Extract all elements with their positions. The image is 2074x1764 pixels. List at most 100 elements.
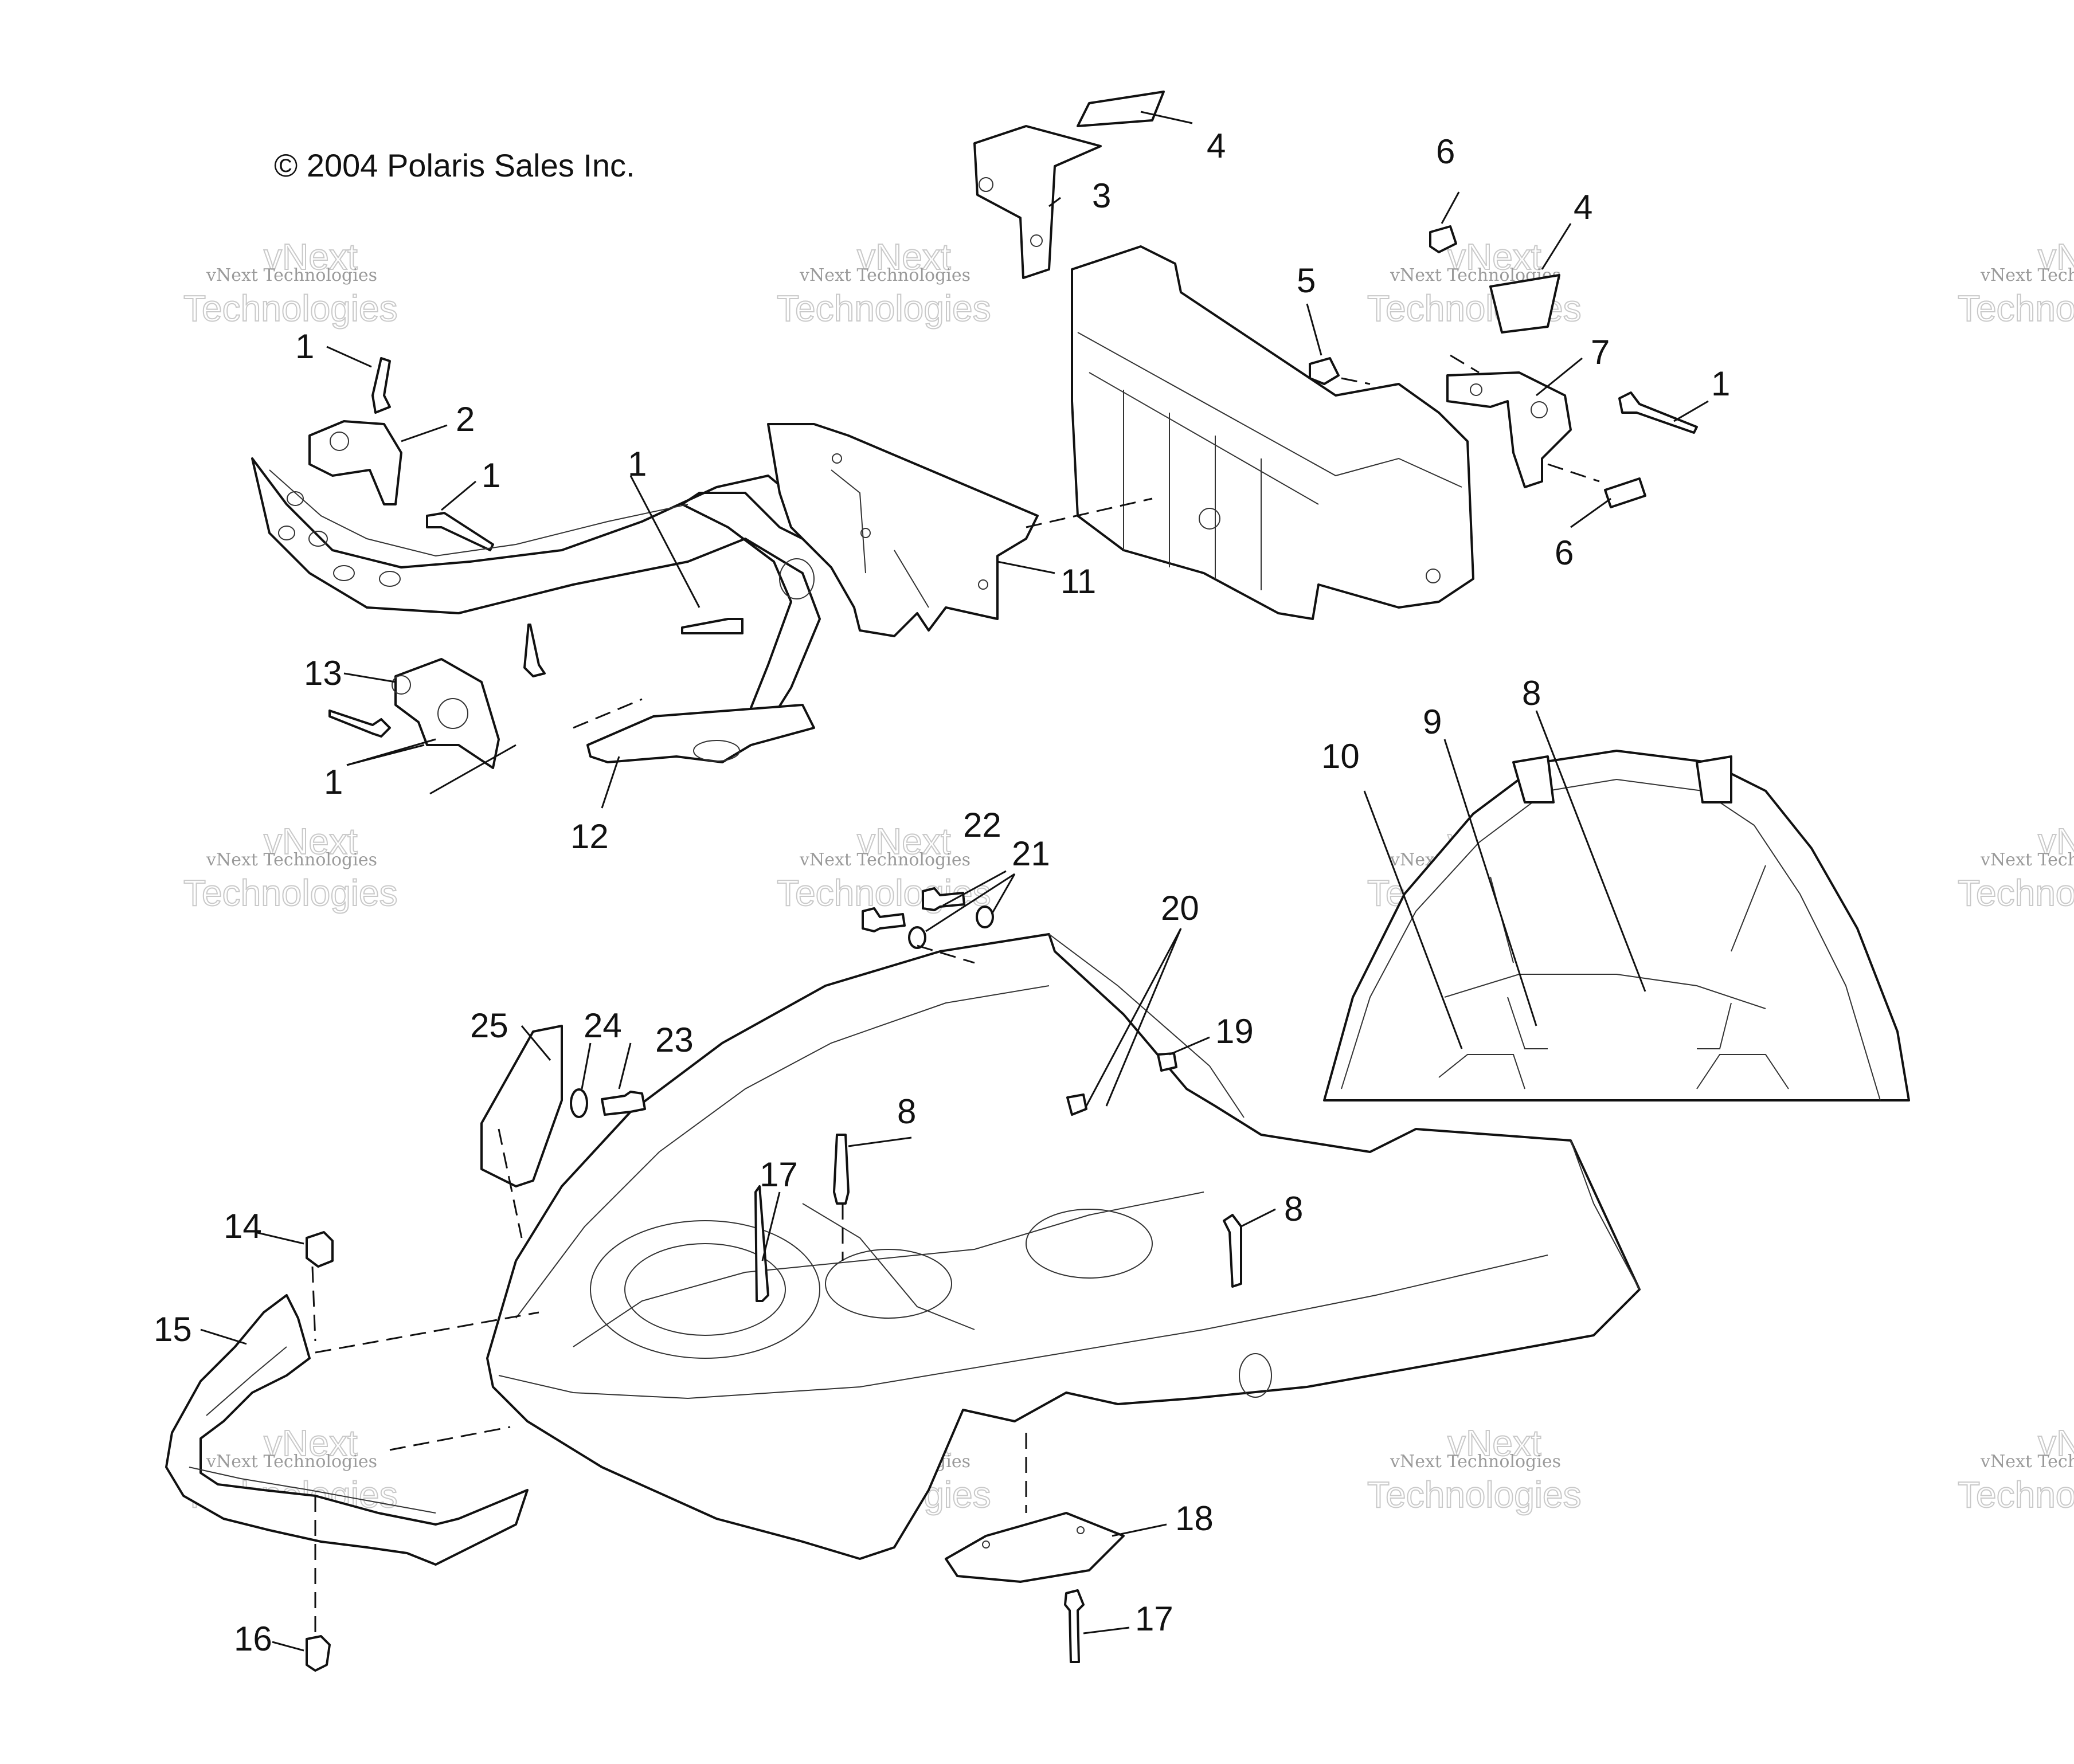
callout-6: 6 [1555, 534, 1574, 572]
bolt-part-22-b [922, 887, 965, 911]
svg-text:Technologies: Technologies [1958, 1474, 2074, 1515]
svg-text:vNext: vNext [857, 236, 951, 277]
callout-10: 10 [1321, 737, 1360, 775]
watermark-logo: vNext [264, 236, 358, 277]
svg-text:Technologies: Technologies [183, 872, 398, 914]
watermark-logo-text: Technologies [183, 288, 398, 329]
callout-8: 8 [897, 1092, 916, 1131]
callout-8: 8 [1284, 1190, 1303, 1228]
assembly-line [1450, 354, 1480, 374]
nut-part-14 [306, 1231, 334, 1268]
decal-part-4 [1077, 91, 1165, 127]
rivet-part-1-right [1618, 391, 1698, 434]
front-frame-rail [251, 457, 827, 735]
callout-23: 23 [655, 1021, 694, 1059]
rivet-part-1-c [681, 618, 743, 634]
assembly-line [311, 1266, 316, 1342]
svg-text:vNext Technologies: vNext Technologies [799, 850, 971, 870]
rivet-part-1-b [426, 512, 494, 551]
bracket-part-25 [480, 1025, 563, 1187]
svg-text:vNext: vNext [264, 821, 358, 862]
bracket-part-2 [308, 420, 402, 505]
assembly-line [498, 1128, 523, 1238]
svg-text:vNext Technologies: vNext Technologies [206, 1452, 377, 1472]
svg-text:vNext Technologies: vNext Technologies [799, 265, 971, 285]
washer-part-24 [570, 1088, 588, 1118]
callout-21: 21 [1012, 834, 1050, 873]
callout-4: 4 [1574, 188, 1592, 226]
callout-4: 4 [1207, 127, 1226, 165]
nut-part-5 [1309, 357, 1340, 385]
callout-14: 14 [224, 1207, 262, 1245]
assembly-line [917, 944, 975, 964]
svg-text:vNext: vNext [2038, 1422, 2074, 1464]
rivet-part-1-a [371, 357, 391, 414]
watermark: vNext vNext Technologies Technologies [183, 820, 398, 914]
callout-labels: 1 2 1 1 3 4 5 6 4 7 1 6 11 13 1 12 10 9 … [154, 127, 1730, 1658]
callout-11: 11 [1061, 562, 1096, 601]
rivet-part-1-d [523, 624, 546, 677]
bracket-part-3 [973, 125, 1102, 279]
callout-17: 17 [1135, 1600, 1173, 1638]
svg-text:vNext: vNext [857, 821, 951, 862]
svg-text:vNext: vNext [264, 1422, 358, 1464]
svg-text:vNext Technologies: vNext Technologies [1980, 1452, 2074, 1472]
svg-text:vNext Technologies: vNext Technologies [1980, 265, 2074, 285]
watermark: vNext vNext Technologies Technologies [1957, 1422, 2074, 1516]
svg-text:vNext Technologies: vNext Technologies [1390, 1452, 1561, 1472]
body-part-19 [486, 933, 1641, 1560]
callout-24: 24 [584, 1006, 622, 1045]
rivet-part-17-upper [754, 1185, 769, 1302]
callout-12: 12 [570, 817, 609, 856]
callout-22: 22 [963, 806, 1001, 844]
svg-text:Technologies: Technologies [1958, 872, 2074, 914]
copyright-text: © 2004 Polaris Sales Inc. [274, 147, 635, 183]
svg-text:vNext: vNext [2038, 236, 2074, 277]
callout-2: 2 [456, 400, 475, 438]
rivet-part-17-lower [1064, 1589, 1085, 1663]
callout-20: 20 [1161, 889, 1199, 927]
watermark: vNext vNext Technologies Technologies [1957, 820, 2074, 914]
callout-1: 1 [1711, 364, 1730, 403]
rivet-part-8-a [833, 1134, 850, 1205]
bolt-part-22-a [862, 907, 906, 932]
front-bulkhead [767, 423, 1039, 637]
callout-1: 1 [324, 763, 343, 801]
callout-3: 3 [1092, 177, 1111, 215]
callout-9: 9 [1423, 703, 1442, 741]
callout-7: 7 [1591, 333, 1610, 371]
nut-part-20-b [1157, 1052, 1177, 1072]
svg-text:Technologies: Technologies [777, 288, 991, 329]
callout-15: 15 [154, 1310, 192, 1349]
bolt-part-6-bottom [1604, 477, 1646, 508]
callout-18: 18 [1175, 1499, 1214, 1538]
assembly-line [1547, 463, 1600, 483]
callout-19: 19 [1215, 1012, 1254, 1050]
svg-text:vNext: vNext [1447, 236, 1541, 277]
bracket-part-7 [1446, 371, 1572, 488]
callout-17: 17 [760, 1155, 798, 1194]
inset-mount-right [1696, 755, 1732, 803]
washer-part-21-a [908, 926, 926, 949]
skid-part-12 [586, 704, 815, 763]
watermark: vNext vNext Technologies Technologies [183, 236, 398, 330]
bumper-part-15 [165, 1294, 529, 1566]
watermark: vNext vNext Technologies Technologies [776, 236, 992, 330]
callout-5: 5 [1297, 261, 1316, 300]
rivet-part-8-b [1223, 1214, 1242, 1288]
bracket-part-13 [394, 658, 500, 769]
assembly-line [389, 1426, 511, 1451]
watermark: vNext vNext Technologies Technologies [1957, 236, 2074, 330]
callout-13: 13 [304, 654, 342, 692]
assembly-line [1026, 497, 1153, 528]
callout-1: 1 [482, 456, 500, 495]
assembly-line [573, 698, 643, 729]
callout-8: 8 [1522, 674, 1541, 712]
assembly-line [315, 1311, 539, 1354]
decal-part-4-right [1489, 274, 1560, 334]
svg-text:vNext Technologies: vNext Technologies [206, 850, 377, 870]
washer-part-21-b [976, 905, 994, 928]
bolt-part-23 [601, 1091, 646, 1116]
svg-text:Technologies: Technologies [1367, 1474, 1582, 1515]
